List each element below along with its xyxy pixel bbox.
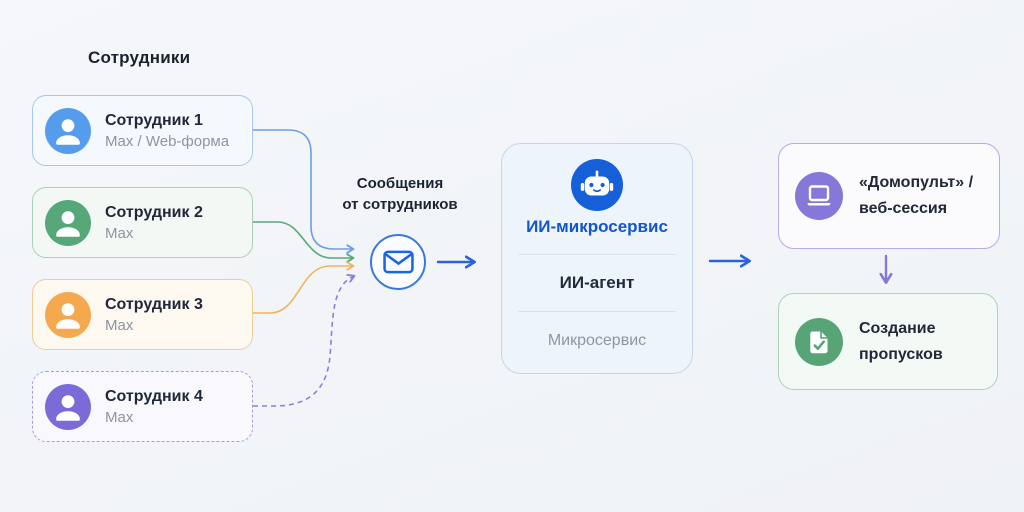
employee-card-4: Сотрудник 4 Max bbox=[32, 371, 253, 442]
person-icon bbox=[45, 383, 91, 430]
pass-creation-line1: Создание bbox=[859, 319, 936, 337]
person-icon bbox=[45, 199, 91, 246]
web-session-line2: веб-сессия bbox=[859, 200, 948, 217]
divider bbox=[518, 254, 676, 255]
employee-name: Сотрудник 1 bbox=[105, 111, 203, 129]
pass-creation-box: Создание пропусков bbox=[778, 293, 998, 390]
employee-channel: Max bbox=[105, 224, 134, 242]
employee-channel: Max / Web-форма bbox=[105, 132, 230, 150]
robot-icon bbox=[571, 159, 623, 211]
hub-label-line1: Сообщения bbox=[356, 175, 444, 192]
employee-card-text: Сотрудник 4 Max bbox=[105, 386, 203, 428]
pass-creation-line2: пропусков bbox=[859, 345, 943, 363]
employee-card-text: Сотрудник 1 Max / Web-форма bbox=[105, 110, 229, 152]
connector-employee-2 bbox=[253, 221, 355, 263]
pass-creation-text: Создание пропусков bbox=[859, 316, 943, 368]
employee-name: Сотрудник 3 bbox=[105, 295, 203, 313]
ai-microservice-box: ИИ-микросервис ИИ-агент Микросервис bbox=[501, 143, 693, 374]
employee-card-2: Сотрудник 2 Max bbox=[32, 187, 253, 258]
web-session-text: «Домопульт» / веб-сессия bbox=[859, 170, 973, 222]
microservice-label: Микросервис bbox=[547, 332, 647, 349]
ai-microservice-title: ИИ-микросервис bbox=[526, 217, 668, 236]
employees-section-title: Сотрудники bbox=[88, 48, 191, 67]
hub-label-line2: от сотрудников bbox=[342, 196, 458, 213]
employee-channel: Max bbox=[105, 316, 134, 334]
document-check-icon bbox=[795, 317, 843, 366]
employee-card-text: Сотрудник 2 Max bbox=[105, 202, 203, 244]
person-icon bbox=[45, 291, 91, 338]
envelope-icon bbox=[382, 250, 414, 274]
ai-agent-label: ИИ-агент bbox=[559, 273, 635, 292]
web-session-box: «Домопульт» / веб-сессия bbox=[778, 143, 1000, 249]
connector-employee-3 bbox=[253, 261, 355, 314]
employee-name: Сотрудник 4 bbox=[105, 387, 203, 405]
web-session-line1: «Домопульт» / bbox=[859, 174, 974, 191]
employee-card-1: Сотрудник 1 Max / Web-форма bbox=[32, 95, 253, 166]
person-icon bbox=[45, 107, 91, 154]
connector-employee-4 bbox=[253, 274, 356, 407]
hub-label: Сообщения от сотрудников bbox=[316, 173, 484, 215]
employee-card-3: Сотрудник 3 Max bbox=[32, 279, 253, 350]
message-hub bbox=[370, 234, 426, 290]
laptop-icon bbox=[795, 172, 843, 220]
employee-channel: Max bbox=[105, 408, 134, 426]
employee-card-text: Сотрудник 3 Max bbox=[105, 294, 203, 336]
employee-name: Сотрудник 2 bbox=[105, 203, 203, 221]
divider bbox=[518, 311, 676, 312]
